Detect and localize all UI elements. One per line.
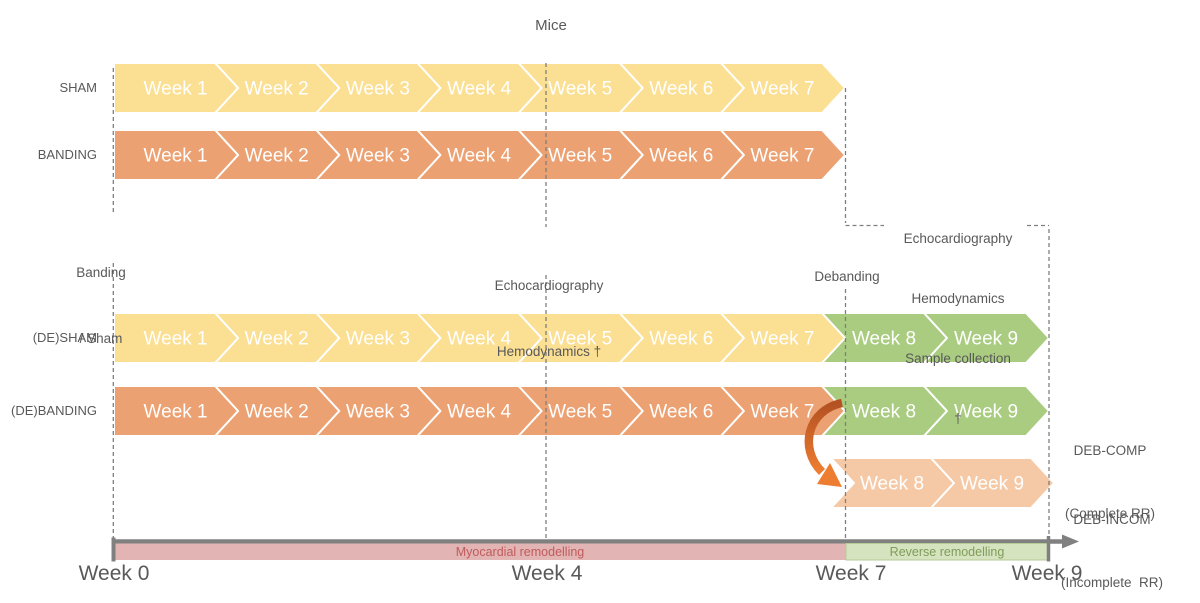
banding-sham-line1: Banding <box>76 265 126 280</box>
chevron-label: Week 2 <box>245 402 309 423</box>
chevron-label: Week 3 <box>346 329 410 350</box>
row-label-de-sham: (DE)SHAM <box>32 330 97 345</box>
chevron-label: Week 8 <box>860 474 924 495</box>
chevron-label: Week 3 <box>346 402 410 423</box>
chevron-label: Week 9 <box>960 474 1024 495</box>
deb-comp-line1: DEB-COMP <box>1073 443 1147 458</box>
chevron-deb-incom-row-week-9 <box>930 457 1055 509</box>
axis-arrowhead <box>1062 534 1079 549</box>
chevron-label: Week 8 <box>852 402 916 423</box>
row-label-sham: SHAM <box>59 80 97 95</box>
chevron-label: Week 5 <box>548 79 612 100</box>
chevron-label: Week 6 <box>649 146 713 167</box>
row-label-banding: BANDING <box>37 147 97 162</box>
chevron-label: Week 1 <box>144 329 208 350</box>
chevron-label: Week 6 <box>649 402 713 423</box>
deb-incom-label: DEB-INCOM (Incomplete RR) <box>1061 467 1163 603</box>
chevron-label: Week 5 <box>548 146 612 167</box>
echo-mid-line2: Hemodynamics † <box>496 344 602 359</box>
banding-sham-note: Banding / Sham <box>76 218 126 394</box>
banding-sham-line2: / Sham <box>79 331 123 346</box>
chevron-label: Week 4 <box>447 146 512 167</box>
axis-label-week-0: Week 0 <box>78 562 150 585</box>
figure-title: Mice <box>535 17 567 34</box>
chevron-de-sham-week-9 <box>923 312 1050 364</box>
deb-comp-label: DEB-COMP (Complete RR) <box>1065 398 1155 566</box>
echo-right-line3: Sample collection <box>905 351 1011 366</box>
axis-label-week-9: Week 9 <box>1011 562 1083 585</box>
myocardial-band-label: Myocardial remodelling <box>455 545 585 559</box>
chevron-label: Week 5 <box>548 329 612 350</box>
reverse-band-label: Reverse remodelling <box>889 545 1005 559</box>
myocardial-band <box>114 543 846 560</box>
echo-right-line1: Echocardiography <box>903 231 1013 246</box>
deb-incom-line1: DEB-INCOM <box>1073 512 1151 527</box>
chevron-label: Week 2 <box>245 329 309 350</box>
echo-mid-line1: Echocardiography <box>494 278 604 293</box>
row-label-de-banding: (DE)BANDING <box>11 403 97 418</box>
curved-arrow <box>804 398 844 476</box>
chevron-label: Week 4 <box>447 79 512 100</box>
chevron-label: Week 3 <box>346 79 410 100</box>
axis-label-week-4: Week 4 <box>511 562 583 585</box>
chevron-label: Week 6 <box>649 329 713 350</box>
chevron-label: Week 1 <box>144 79 208 100</box>
chevron-label: Week 4 <box>447 402 512 423</box>
chevron-label: Week 4 <box>447 329 512 350</box>
axis-label-week-7: Week 7 <box>815 562 887 585</box>
chevron-banding-week-7 <box>719 129 847 181</box>
chevron-label: Week 1 <box>144 402 208 423</box>
chevron-sham-week-7 <box>719 62 847 114</box>
chevron-de-banding-week-9 <box>923 385 1050 437</box>
chevron-label: Week 7 <box>750 402 814 423</box>
chevron-label: Week 2 <box>245 79 309 100</box>
deb-comp-line2: (Complete RR) <box>1064 506 1156 521</box>
chevron-label: Week 9 <box>954 329 1018 350</box>
chevron-label: Week 7 <box>750 79 814 100</box>
dagger-symbol: † <box>954 411 962 426</box>
chevron-label: Week 3 <box>346 146 410 167</box>
chevron-label: Week 2 <box>245 146 309 167</box>
curved-arrow-head <box>817 463 842 487</box>
chevron-label: Week 8 <box>852 329 916 350</box>
chevron-label: Week 7 <box>750 329 814 350</box>
chevron-label: Week 1 <box>144 146 208 167</box>
debanding-note: Debanding <box>814 269 880 284</box>
chevron-label: Week 9 <box>954 402 1018 423</box>
echo-right-line2: Hemodynamics <box>911 291 1005 306</box>
deb-incom-line2: (Incomplete RR) <box>1060 575 1164 590</box>
echo-right-note: Echocardiography Hemodynamics Sample col… <box>904 189 1013 469</box>
chevron-label: Week 7 <box>750 146 814 167</box>
chevron-label: Week 6 <box>649 79 713 100</box>
chevron-label: Week 5 <box>548 402 612 423</box>
echo-mid-note: Echocardiography Hemodynamics † <box>495 231 604 407</box>
